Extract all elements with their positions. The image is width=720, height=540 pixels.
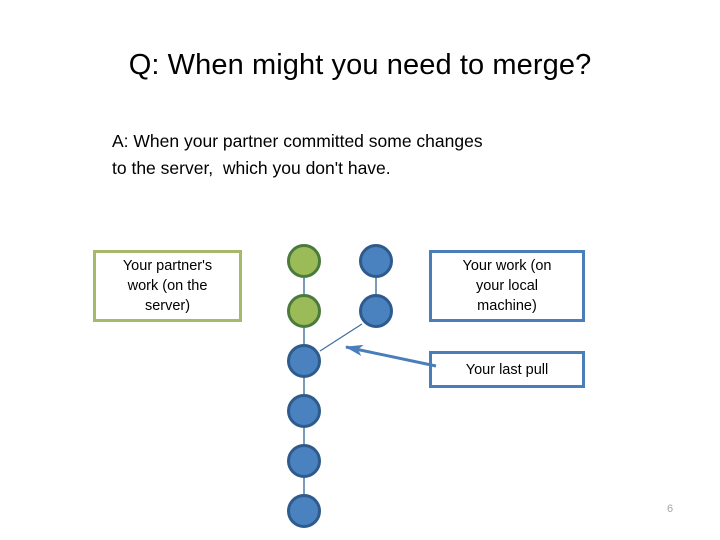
- callout-partner-line-2: work (on the: [127, 278, 208, 294]
- callout-last-pull-label: Your last pull: [432, 360, 582, 380]
- commit-nodes: [287, 244, 393, 528]
- page-number: 6: [666, 503, 674, 515]
- commit-node-local-commit-3: [287, 394, 321, 428]
- callout-partner-work-label: Your partner's work (on the server): [96, 256, 239, 316]
- answer-body-text: A: When your partner committed some chan…: [112, 128, 632, 182]
- callout-local-work: Your work (on your local machine): [429, 250, 585, 322]
- callout-partner-work: Your partner's work (on the server): [93, 250, 242, 322]
- callout-local-line-3: machine): [477, 298, 537, 314]
- callout-partner-line-1: Your partner's: [122, 258, 213, 274]
- commit-node-local-work-1: [359, 294, 393, 328]
- commit-node-server-commit-2: [287, 244, 321, 278]
- callout-partner-line-3: server): [144, 298, 191, 314]
- commit-node-local-commit-2: [287, 444, 321, 478]
- callout-last-pull-line-1: Your last pull: [465, 361, 549, 378]
- callout-last-pull: Your last pull: [429, 351, 585, 388]
- answer-line-1: A: When your partner committed some chan…: [112, 131, 483, 151]
- callout-local-line-2: your local: [475, 278, 539, 294]
- commit-graph-diagram: [270, 236, 470, 532]
- callout-local-line-1: Your work (on: [462, 258, 552, 274]
- answer-line-2: to the server, which you don't have.: [112, 158, 391, 178]
- callout-local-work-label: Your work (on your local machine): [432, 256, 582, 316]
- commit-node-local-work-2: [359, 244, 393, 278]
- edge-branch: [319, 323, 363, 352]
- commit-graph-svg: [287, 244, 437, 528]
- commit-node-server-commit-1: [287, 294, 321, 328]
- commit-node-common-ancestor: [287, 344, 321, 378]
- page-title: Q: When might you need to merge?: [128, 49, 592, 81]
- last-pull-pointer: [344, 344, 437, 368]
- commit-edges: [303, 278, 377, 494]
- commit-node-local-commit-1: [287, 494, 321, 528]
- last-pull-pointer-arrow: [344, 344, 437, 368]
